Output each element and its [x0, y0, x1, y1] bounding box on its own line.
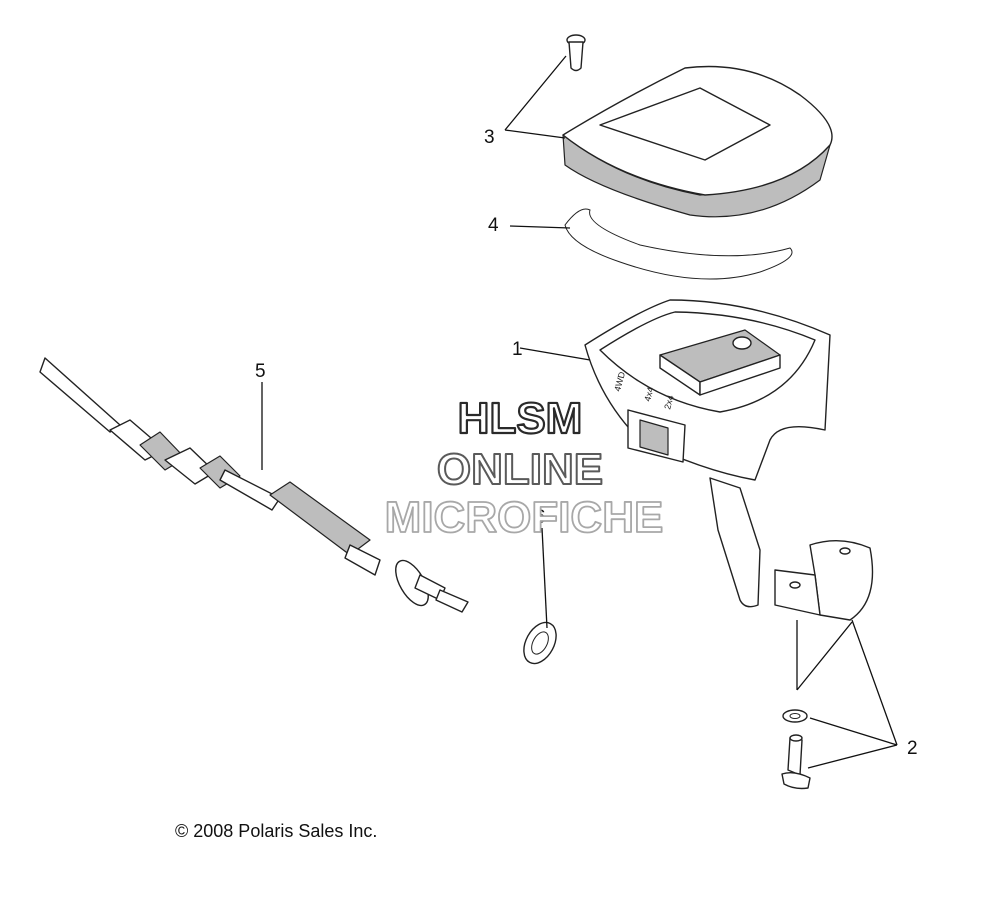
lock-washer-part — [782, 709, 808, 723]
bolt-part — [781, 734, 811, 790]
leader-4 — [509, 225, 571, 229]
leader-2 — [807, 619, 898, 769]
cover-part — [562, 65, 833, 218]
washer-part — [523, 621, 557, 665]
leader-clamp — [796, 620, 853, 691]
callout-2: 2 — [907, 738, 918, 759]
leader-3 — [504, 55, 567, 139]
callout-1: 1 — [512, 339, 523, 360]
screw-part — [566, 34, 586, 72]
callout-5: 5 — [255, 361, 266, 382]
watermark-line-2: ONLINE — [437, 445, 603, 494]
callout-3: 3 — [484, 127, 495, 148]
switch-marking-right: 2x4 — [662, 394, 675, 411]
clamp-part — [774, 540, 874, 621]
watermark-line-3: MICROFICHE — [385, 493, 664, 542]
leader-6 — [541, 527, 548, 629]
callout-4: 4 — [488, 215, 499, 236]
housing-part: 4WD 4x4 2x4 — [584, 299, 831, 608]
copyright-text: © 2008 Polaris Sales Inc. — [175, 821, 377, 841]
leader-1 — [519, 347, 591, 361]
gasket-part — [564, 208, 793, 280]
watermark-line-1: HLSM — [458, 394, 583, 443]
callout-6: 6 — [535, 507, 546, 528]
leader-lines — [261, 55, 898, 769]
cable-part — [39, 357, 469, 613]
watermark: HLSM ONLINE MICROFICHE — [384, 393, 664, 543]
switch-marking-mid: 4x4 — [642, 386, 655, 403]
